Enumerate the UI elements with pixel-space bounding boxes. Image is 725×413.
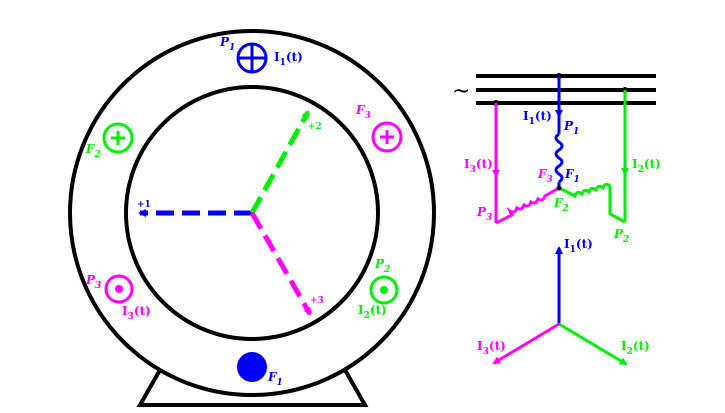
phase1-coil [554,132,564,184]
circuit-label-f3: F3 [537,167,553,185]
winding-f1-dot-icon [237,352,267,382]
stator-label-f1: F1 [267,370,283,388]
star-point [556,185,562,191]
rotor-axis-1-label: +1 [137,200,151,210]
winding-p3-dot-icon [104,274,134,304]
rotor-axis-3-arrow [249,211,313,316]
phasor-label-i3: I3(t) [477,339,506,357]
stator-label-p1: P1 [219,35,235,53]
circuit-label-p3: P3 [476,205,492,223]
stator-label-p3: P3 [85,273,101,291]
stator-label-f2: F2 [85,142,101,160]
stator-label-i1: I1(t) [274,50,303,68]
rotor-axis-2-label: +2 [308,122,322,132]
phasor-i2-arrow [558,322,628,366]
supply-symbol: ~ [452,79,470,104]
circuit-label-i3: I3(t) [464,157,493,175]
winding-p1-cross-icon [236,42,268,74]
phasor-label-i2: I2(t) [621,339,650,357]
winding-f2-cross-icon [102,122,134,154]
phase3-coil [495,186,560,225]
circuit-label-p2: P2 [613,227,629,245]
supply-bus [476,73,656,106]
stator-label-p2: P2 [374,257,390,275]
phasor-label-i1: I1(t) [564,237,593,255]
circuit-label-f1: F1 [564,167,580,185]
circuit-label-p1: P1 [563,119,579,137]
circuit-label-i2: I2(t) [632,157,661,175]
winding-p2-dot-icon [369,275,399,305]
rotor-axis-2-arrow [249,110,311,215]
rotor-axis-3-label: +3 [310,296,324,306]
phase2-coil [558,182,626,224]
stator-label-f3: F3 [355,103,371,121]
winding-f3-cross-icon [371,121,403,153]
stator-label-i3: I3(t) [122,304,151,322]
circuit-label-i1: I1(t) [523,109,552,127]
stator-label-i2: I2(t) [358,303,387,321]
phasor-i3-arrow [492,322,560,365]
circuit-label-f2: F2 [553,196,569,214]
